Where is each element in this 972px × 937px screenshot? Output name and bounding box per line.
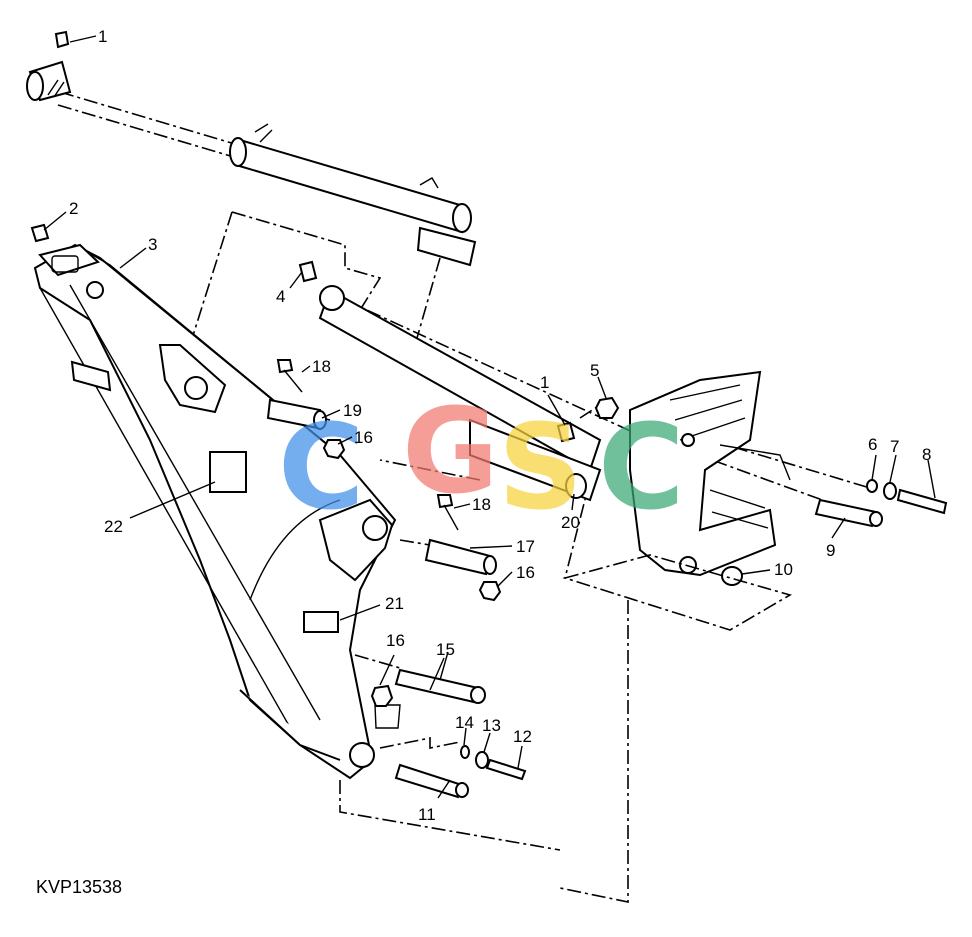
callout-label: 7: [890, 437, 899, 456]
callout-labels: 1 1 2 3 4 5 6 7 8 9 10 11 12 13 14 15 16…: [69, 27, 931, 824]
callout-label: 19: [343, 401, 362, 420]
callout-label: 9: [826, 541, 835, 560]
pins: [266, 398, 883, 799]
dipper-arm: [33, 243, 401, 780]
callout-leaders: [43, 35, 936, 799]
callout-label: 1: [540, 373, 549, 392]
callout-label: 4: [276, 287, 285, 306]
callout-label: 14: [455, 713, 474, 732]
callout-label: 5: [590, 361, 599, 380]
callout-label: 16: [386, 631, 405, 650]
callout-label: 20: [561, 513, 580, 532]
callout-label: 1: [98, 27, 107, 46]
callout-label: 15: [436, 640, 455, 659]
callout-label: 11: [418, 805, 436, 824]
bucket-cylinder: [26, 60, 477, 267]
callout-label: 6: [868, 435, 877, 454]
callout-label: 16: [516, 563, 535, 582]
watermark-letter: G: [402, 382, 499, 520]
watermark-letter: S: [498, 398, 583, 536]
callout-label: 17: [516, 537, 535, 556]
callout-label: 3: [148, 235, 157, 254]
callout-label: 18: [472, 495, 491, 514]
callout-label: 16: [354, 428, 373, 447]
callout-label: 18: [312, 357, 331, 376]
callout-label: 21: [385, 594, 404, 613]
callout-label: 10: [774, 560, 793, 579]
callout-label: 2: [69, 199, 78, 218]
callout-label: 8: [922, 445, 931, 464]
callout-label: 22: [104, 517, 123, 536]
callout-label: 13: [482, 716, 501, 735]
watermark-letter: C: [278, 398, 365, 536]
callout-label: 12: [513, 727, 532, 746]
hardware: [30, 30, 948, 781]
watermark-letter: C: [598, 398, 685, 536]
figure-code: KVP13538: [36, 877, 122, 897]
linkage-bracket: [562, 370, 793, 631]
watermark-logo: C G S C: [278, 382, 685, 536]
